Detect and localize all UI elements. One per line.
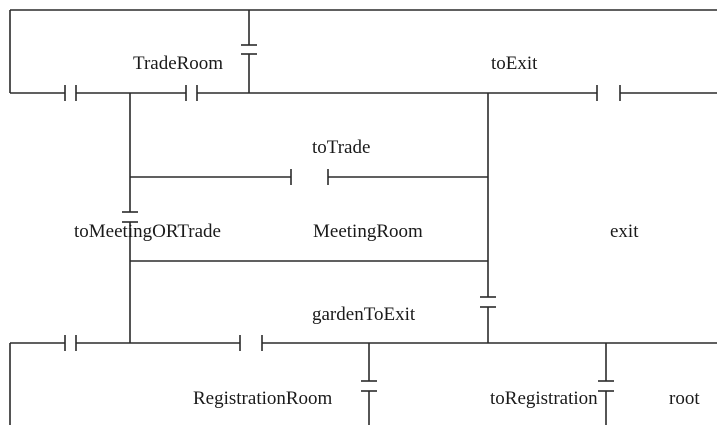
label-exit: exit — [610, 221, 639, 242]
label-meeting-room: MeetingRoom — [313, 221, 423, 242]
label-to-meeting-or-trade: toMeetingORTrade — [74, 221, 221, 242]
label-to-registration: toRegistration — [490, 388, 598, 409]
label-to-exit: toExit — [491, 53, 538, 74]
label-trade-room: TradeRoom — [133, 53, 224, 74]
label-registration-room: RegistrationRoom — [193, 388, 333, 409]
label-garden-to-exit: gardenToExit — [312, 304, 416, 325]
label-root: root — [669, 388, 700, 409]
label-to-trade: toTrade — [312, 137, 371, 158]
